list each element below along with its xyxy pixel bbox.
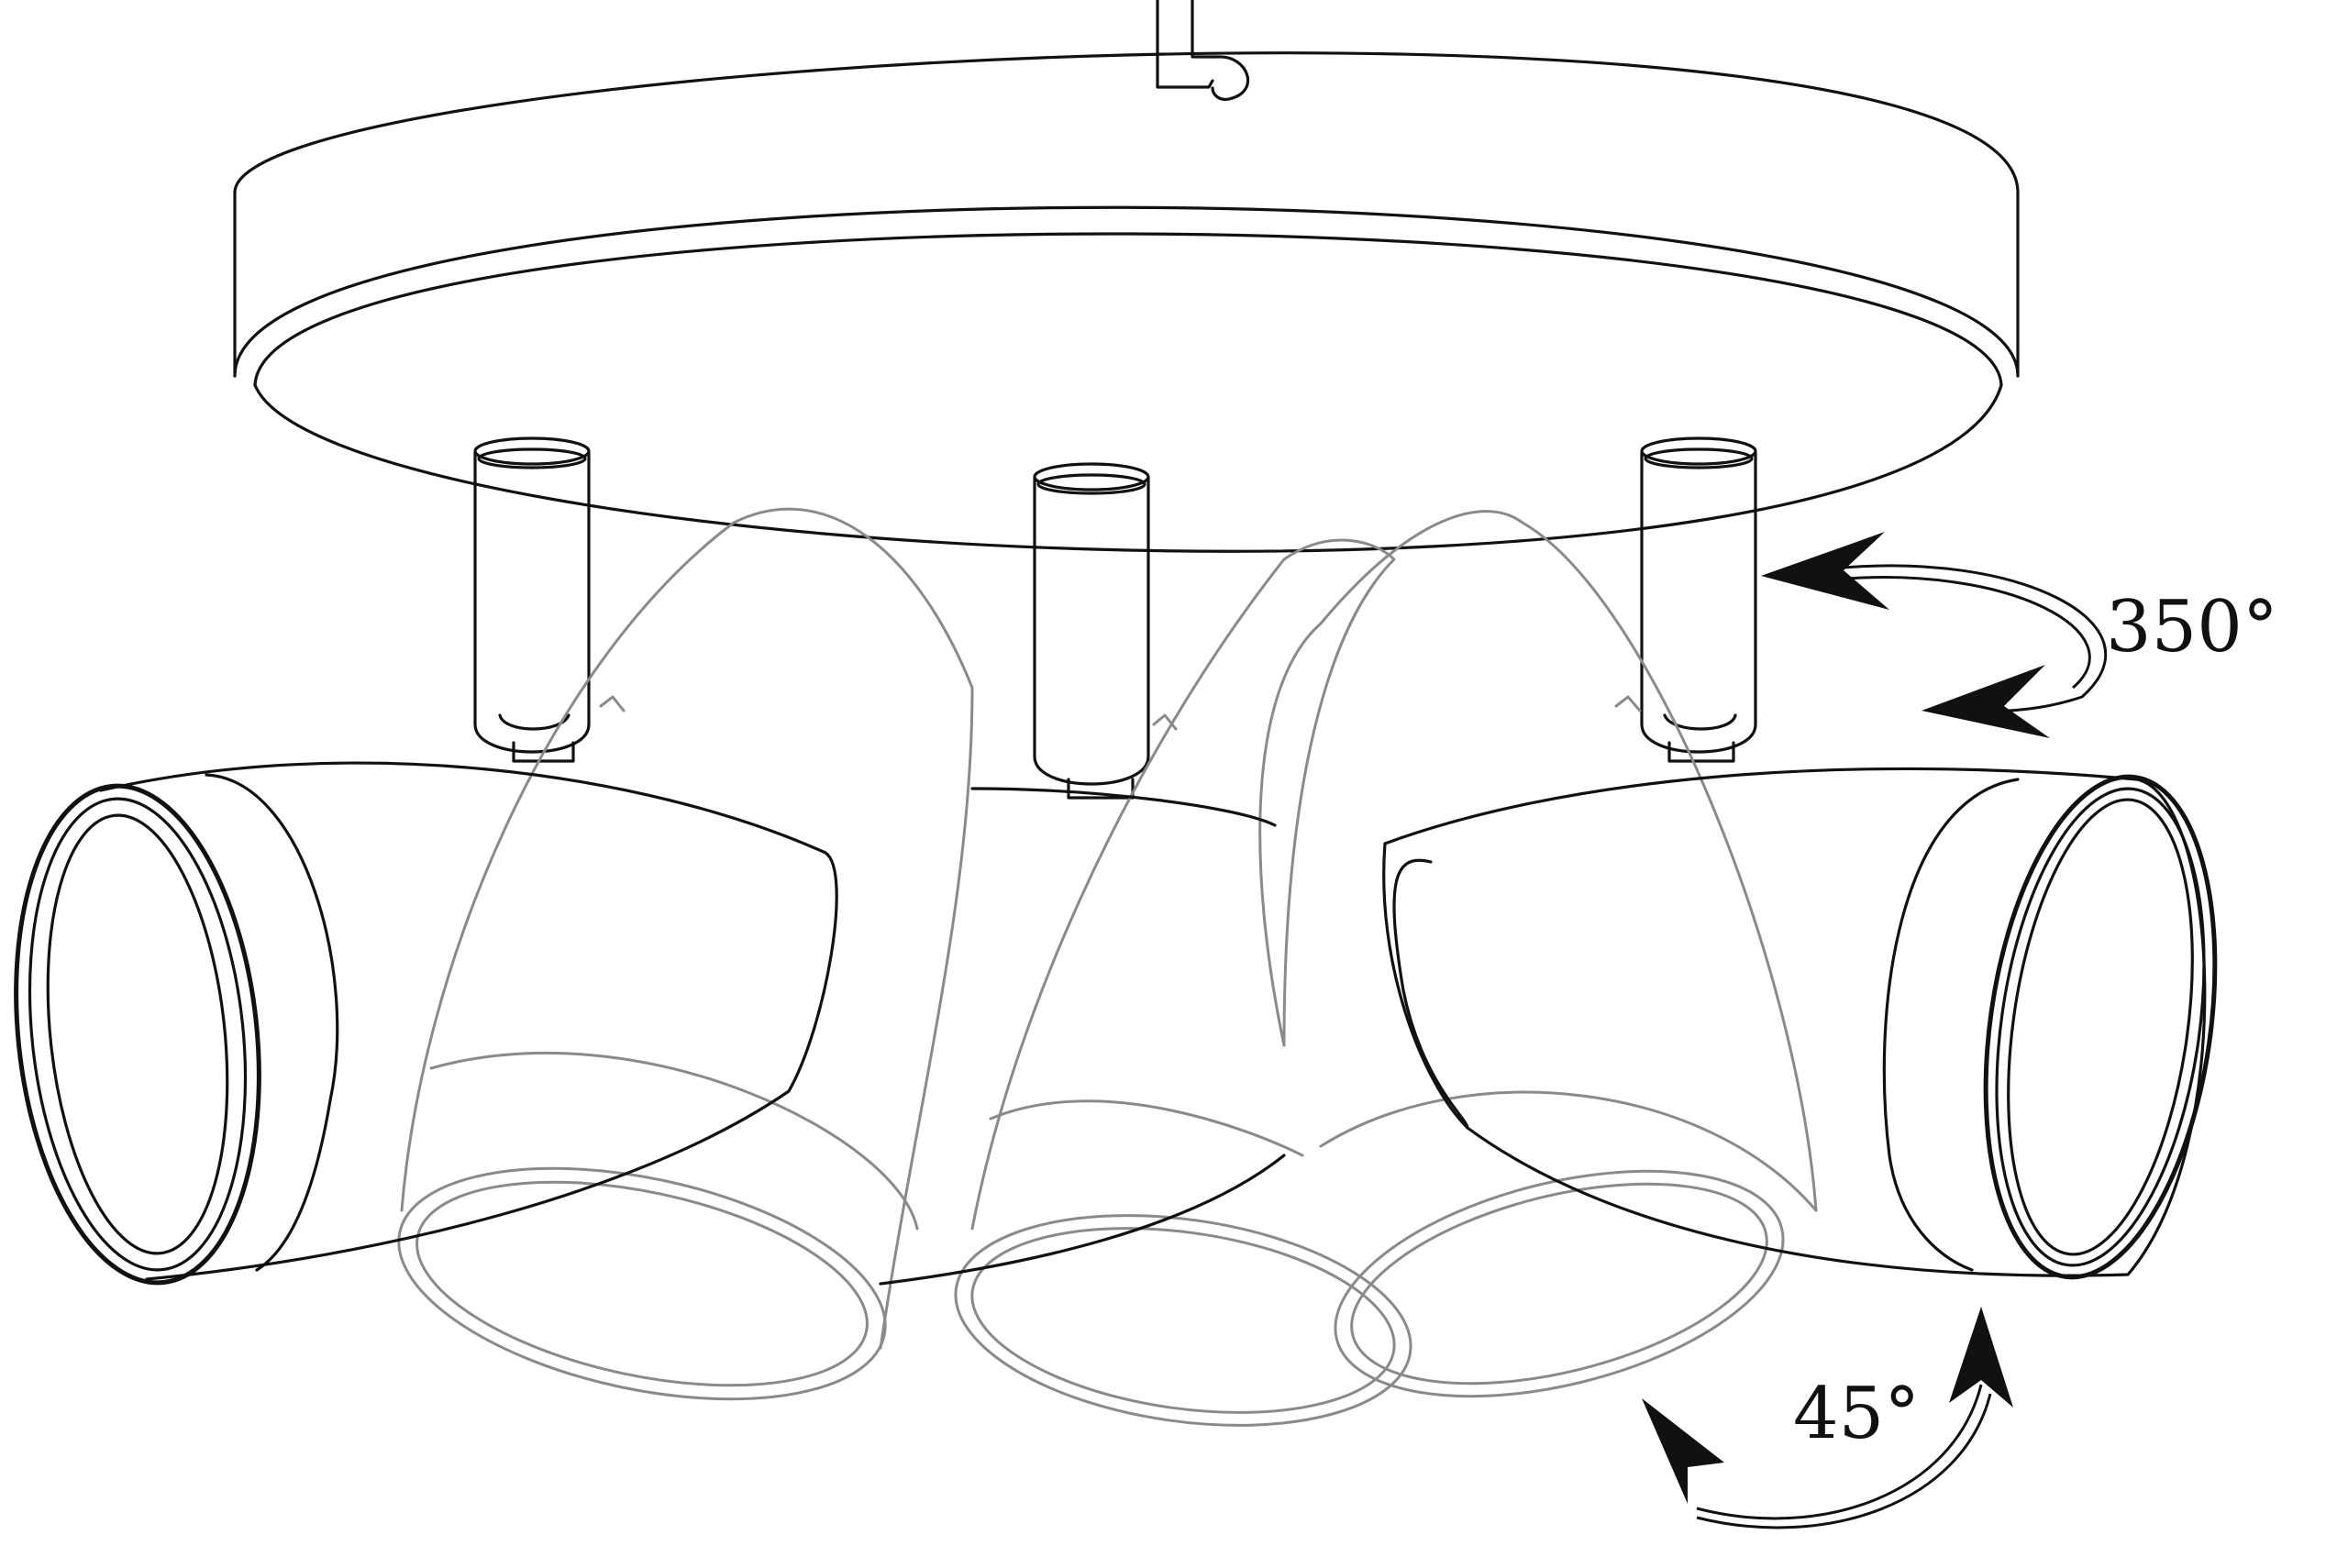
lamp-head-right xyxy=(1382,767,2218,1280)
tilt-arrow-head-right xyxy=(1949,1307,2013,1408)
tilt-arrow-curve xyxy=(1696,1393,1992,1529)
base-plate-top xyxy=(233,51,2020,194)
tilt-label: 45° xyxy=(1793,1373,1920,1455)
lamp-head-center xyxy=(879,787,1286,1286)
mounting-stem-right xyxy=(1640,436,1757,763)
base-plate-rim-inner xyxy=(253,232,2003,387)
rotation-arrow-curve xyxy=(1833,564,2107,713)
ghost-lamp-head-right xyxy=(1258,510,1818,1398)
tilt-arrow-head-left xyxy=(1642,1398,1724,1504)
lamp-head-left xyxy=(14,761,838,1286)
base-plate-rim-outer xyxy=(233,205,2020,378)
rotation-arrow-350: 350° xyxy=(1761,532,2278,738)
ghost-lamp-head-center xyxy=(954,538,1412,1427)
base-plate-bottom-edge xyxy=(253,383,2003,553)
ceiling-base-plate xyxy=(233,0,2020,553)
rotation-label: 350° xyxy=(2106,586,2278,668)
keyhole-slot xyxy=(1156,0,1249,101)
rotation-arrow-head-top xyxy=(1761,532,1889,610)
ghost-lamp-head-left xyxy=(397,507,974,1401)
tilt-arrow-45: 45° xyxy=(1642,1307,2013,1529)
rotation-arrow-head-bottom xyxy=(1922,665,2050,738)
mounting-stem-center xyxy=(1033,462,1150,800)
